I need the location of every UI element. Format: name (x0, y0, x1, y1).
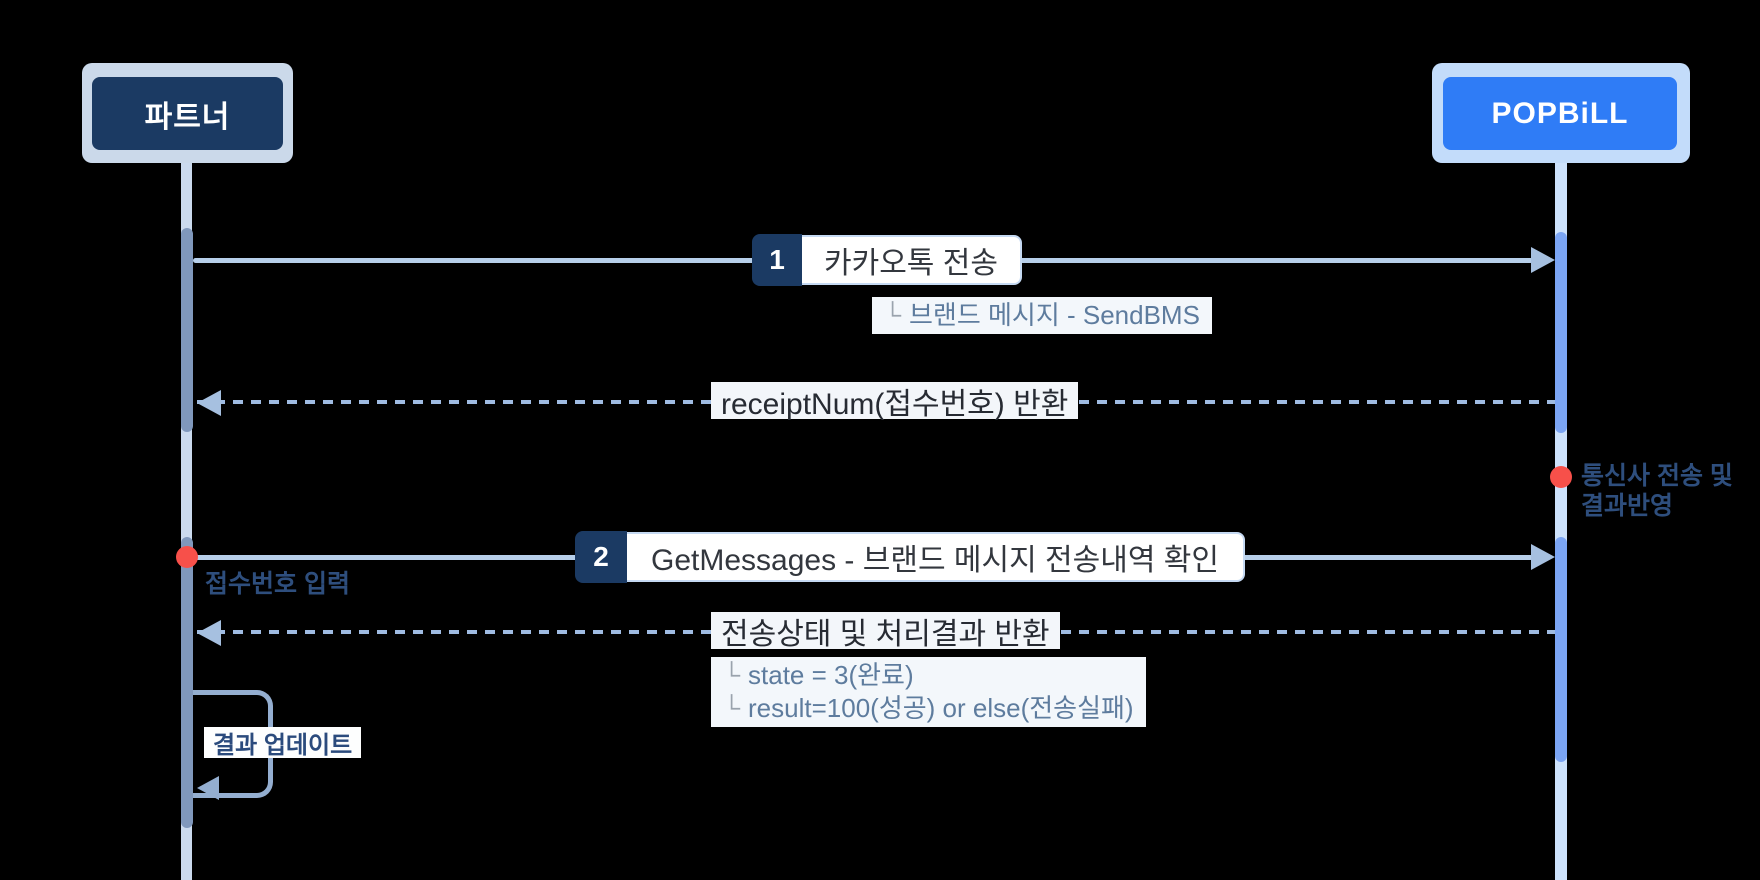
corner-branch-icon: └ (723, 662, 741, 689)
partner-event-note-text: 접수번호 입력 (205, 570, 350, 598)
partner-label: 파트너 (144, 100, 231, 134)
popbill-event-note-line1: 통신사 전송 및 (1581, 462, 1733, 490)
popbill-label: POPBiLL (1491, 96, 1629, 130)
partner-box: 파트너 (82, 63, 293, 163)
popbill-activation-bar-2 (1555, 537, 1567, 762)
popbill-box: POPBiLL (1432, 63, 1690, 163)
step2-arrowhead-right-icon (1531, 544, 1555, 570)
self-loop-label-text: 결과 업데이트 (213, 732, 353, 759)
return1-arrowhead-left-icon (197, 390, 221, 416)
step1-label-text: 카카오톡 전송 (824, 247, 998, 280)
step1-number-badge: 1 (752, 234, 802, 286)
self-loop-arrowhead-left-icon (197, 776, 219, 800)
partner-box-inner: 파트너 (92, 77, 283, 150)
return1-label-text: receiptNum(접수번호) 반환 (721, 387, 1069, 421)
popbill-event-note-line2: 결과반영 (1581, 492, 1674, 520)
partner-activation-bar-1 (181, 228, 193, 432)
step2-label-group: 2 GetMessages - 브랜드 메시지 전송내역 확인 (575, 531, 1245, 583)
corner-branch-icon: └ (884, 302, 902, 329)
step2-label-text: GetMessages - 브랜드 메시지 전송내역 확인 (651, 544, 1219, 577)
return1-label: receiptNum(접수번호) 반환 (711, 382, 1079, 421)
step1-label: 카카오톡 전송 (802, 235, 1022, 285)
popbill-activation-bar-1 (1555, 232, 1567, 433)
step1-arrowhead-right-icon (1531, 247, 1555, 273)
step1-label-group: 1 카카오톡 전송 (752, 234, 1022, 286)
step2-label: GetMessages - 브랜드 메시지 전송내역 확인 (627, 532, 1245, 582)
step2-number: 2 (593, 541, 609, 572)
corner-branch-icon: └ (723, 695, 741, 722)
partner-activation-bar-2 (181, 537, 193, 828)
return2-label-text: 전송상태 및 처리결과 반환 (721, 617, 1050, 651)
partner-lifeline (181, 160, 192, 880)
self-loop-label: 결과 업데이트 (204, 727, 362, 759)
popbill-event-note: 통신사 전송 및 결과반영 (1581, 461, 1733, 521)
return2-subnote-line1: state = 3(완료) (748, 660, 914, 690)
popbill-box-inner: POPBiLL (1443, 77, 1677, 150)
partner-event-dot (176, 546, 198, 568)
return2-subnote: └ state = 3(완료) └ result=100(성공) or else… (711, 657, 1146, 727)
step1-subnote: └ 브랜드 메시지 - SendBMS (872, 297, 1212, 334)
return2-subnote-line2: result=100(성공) or else(전송실패) (748, 693, 1134, 723)
return2-label: 전송상태 및 처리결과 반환 (711, 612, 1060, 651)
step1-subnote-text: 브랜드 메시지 - SendBMS (909, 300, 1200, 330)
popbill-event-dot (1550, 466, 1572, 488)
partner-event-note: 접수번호 입력 (205, 569, 350, 599)
step2-number-badge: 2 (575, 531, 627, 583)
return2-arrowhead-left-icon (197, 620, 221, 646)
step1-number: 1 (769, 244, 785, 275)
